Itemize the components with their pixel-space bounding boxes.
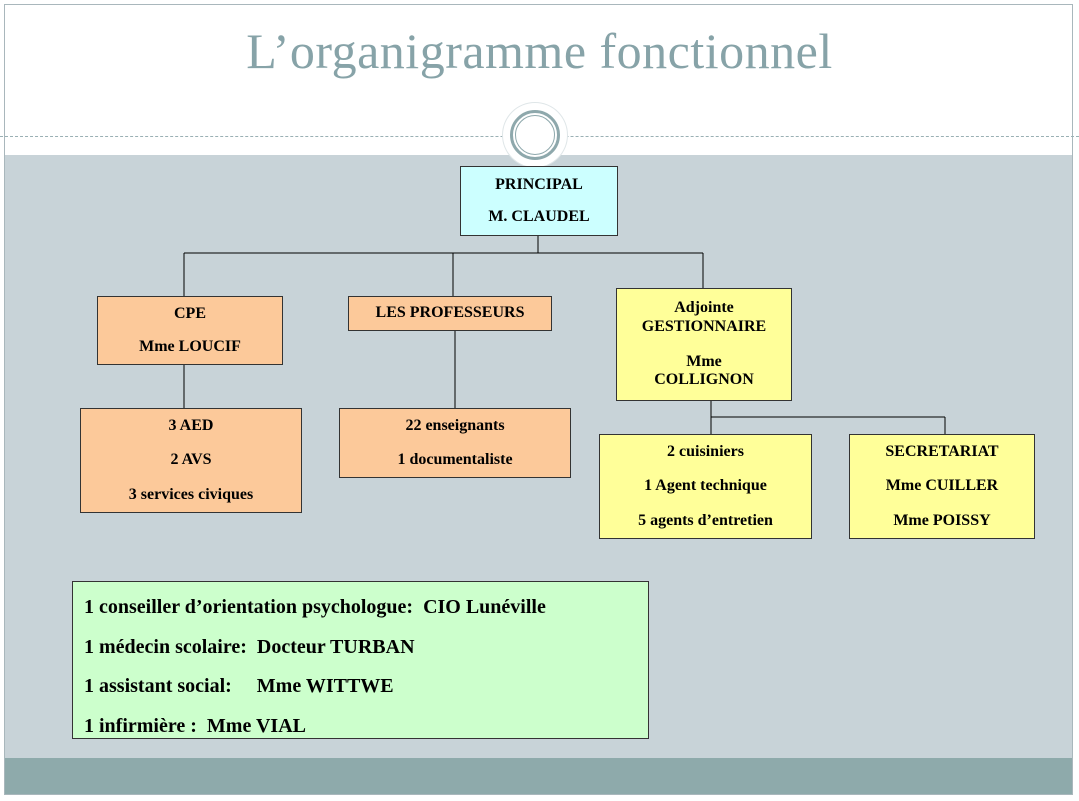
- vie-scolaire-box: 3 AED 2 AVS 3 services civiques: [80, 408, 302, 513]
- gestionnaire-line4: COLLIGNON: [654, 371, 754, 389]
- gestionnaire-line2: GESTIONNAIRE: [641, 317, 767, 335]
- partners-box: 1 conseiller d’orientation psychologue: …: [72, 581, 649, 739]
- enseignants-line1: 22 enseignants: [405, 416, 505, 434]
- principal-title: PRINCIPAL: [495, 175, 583, 193]
- partner-orientation: 1 conseiller d’orientation psychologue: …: [84, 596, 546, 618]
- secretariat-box: SECRETARIAT Mme CUILLER Mme POISSY: [849, 434, 1035, 539]
- partner-medecin: 1 médecin scolaire: Docteur TURBAN: [84, 635, 415, 658]
- vie-scolaire-line1: 3 AED: [168, 416, 214, 434]
- agents-line3: 5 agents d’entretien: [638, 511, 773, 529]
- ring-ornament-inner: [515, 115, 555, 155]
- agents-line2: 1 Agent technique: [644, 477, 767, 495]
- enseignants-box: 22 enseignants 1 documentaliste: [339, 408, 571, 478]
- principal-box: PRINCIPAL M. CLAUDEL: [460, 166, 618, 236]
- principal-name: M. CLAUDEL: [488, 208, 590, 225]
- secretariat-name2: Mme POISSY: [893, 511, 991, 529]
- secretariat-title: SECRETARIAT: [885, 442, 999, 460]
- cpe-box: CPE Mme LOUCIF: [97, 296, 283, 365]
- vie-scolaire-line2: 2 AVS: [170, 451, 212, 469]
- secretariat-name1: Mme CUILLER: [885, 477, 999, 495]
- partner-infirmiere: 1 infirmière : Mme VIAL: [84, 714, 306, 737]
- gestionnaire-line1: Adjointe: [674, 299, 734, 317]
- gestionnaire-line3: Mme: [686, 353, 722, 370]
- cpe-name: Mme LOUCIF: [139, 338, 241, 355]
- agents-line1: 2 cuisiniers: [667, 442, 744, 460]
- vie-scolaire-line3: 3 services civiques: [128, 485, 254, 503]
- cpe-title: CPE: [174, 304, 206, 322]
- professeurs-title: LES PROFESSEURS: [375, 304, 525, 322]
- agents-box: 2 cuisiniers 1 Agent technique 5 agents …: [599, 434, 812, 539]
- enseignants-line2: 1 documentaliste: [397, 451, 513, 468]
- partner-assistant-social: 1 assistant social: Mme WITTWE: [84, 675, 394, 697]
- professeurs-box: LES PROFESSEURS: [348, 296, 552, 331]
- gestionnaire-box: Adjointe GESTIONNAIRE Mme COLLIGNON: [616, 288, 792, 401]
- slide-title: L’organigramme fonctionnel: [246, 23, 833, 79]
- footer-bar: [5, 758, 1072, 794]
